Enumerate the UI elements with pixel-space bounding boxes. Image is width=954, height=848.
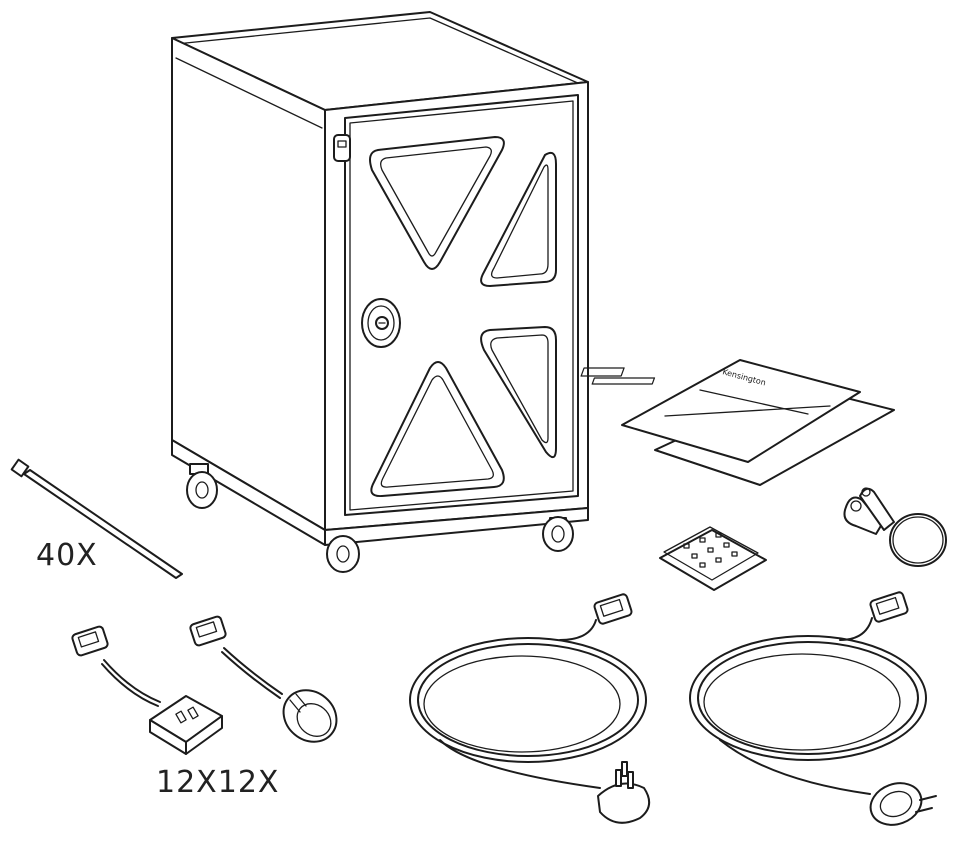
caster-wheel (186, 463, 218, 509)
uk-power-cord-icon (409, 593, 651, 824)
door-vent-upper-left (369, 136, 505, 270)
door-vent-lower-left (370, 361, 505, 498)
adapter-quantity-label: 12X12X (156, 765, 280, 800)
caster-wheel (326, 535, 360, 573)
label-sticker-sheet-icon (659, 526, 767, 591)
door-vent-upper-right (480, 151, 557, 287)
door-vent-lower-right (480, 326, 557, 459)
eu-power-cord-icon (689, 591, 937, 826)
charging-cabinet-icon (171, 11, 589, 573)
cable-tie-icon (10, 458, 183, 579)
eu-socket-adapter-icon (189, 615, 338, 743)
uk-plug-adapter-icon (71, 625, 223, 755)
cable-tie-quantity-label: 40X (36, 538, 98, 573)
caster-wheel (542, 516, 574, 552)
key-ring-icon (843, 487, 947, 567)
manual-documents-icon: Kensington (580, 359, 895, 486)
lock-icon (361, 298, 401, 348)
